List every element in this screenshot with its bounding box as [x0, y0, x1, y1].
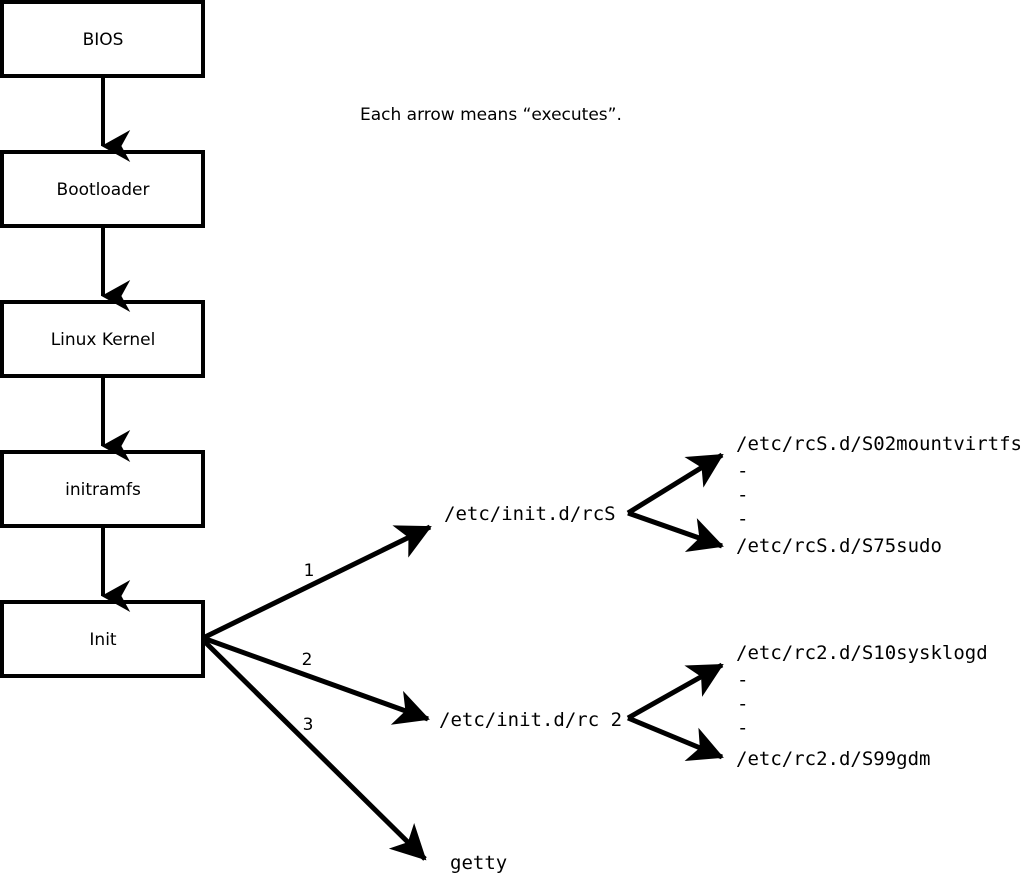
stage-box-bios: BIOS [0, 0, 205, 78]
stage-box-init-label: Init [89, 630, 117, 650]
stage-box-bios-rect [0, 0, 205, 78]
arrow-rc2-to-first-script [626, 662, 724, 721]
stage-box-initramfs-rect [0, 450, 205, 528]
edge-number-3: 3 [303, 715, 314, 735]
rc2-ellipsis-dash-3: - [737, 717, 748, 739]
stage-box-bootloader: Bootloader [0, 150, 205, 228]
arrow-rcs-to-first-script [626, 452, 724, 516]
arrow-init-to-rcs [201, 524, 432, 641]
edge-number-1: 1 [304, 561, 315, 581]
rcs-ellipsis-dash-2: - [737, 484, 748, 506]
rc2-script-first: /etc/rc2.d/S10sysklogd [736, 642, 988, 664]
rc2-ellipsis-dash-1: - [737, 669, 748, 691]
rcs-script-first: /etc/rcS.d/S02mountvirtfs [736, 433, 1022, 455]
stage-box-init: Init [0, 600, 205, 678]
stage-box-bootloader-label: Bootloader [57, 180, 150, 200]
rcs-ellipsis-dash-1: - [737, 460, 748, 482]
branch-label-rc2: /etc/init.d/rc 2 [439, 709, 622, 731]
stage-box-bios-label: BIOS [83, 30, 124, 50]
stage-box-initramfs: initramfs [0, 450, 205, 528]
edge-number-2: 2 [302, 650, 313, 670]
arrow-init-to-rc2 [202, 635, 430, 725]
stage-box-kernel-label: Linux Kernel [51, 330, 156, 350]
rc2-script-last: /etc/rc2.d/S99gdm [736, 748, 930, 770]
branch-label-getty: getty [450, 852, 507, 874]
rcs-script-last: /etc/rcS.d/S75sudo [736, 535, 942, 557]
diagram-caption: Each arrow means “executes”. [360, 105, 622, 125]
stage-box-initramfs-label: initramfs [65, 480, 141, 500]
arrow-rc2-to-last-script [627, 715, 724, 761]
rc2-ellipsis-dash-2: - [737, 693, 748, 715]
arrow-init-to-getty [201, 638, 427, 861]
rcs-ellipsis-dash-3: - [737, 508, 748, 530]
stage-box-kernel: Linux Kernel [0, 300, 205, 378]
branch-label-rcs: /etc/init.d/rcS [444, 503, 616, 525]
arrow-rcs-to-last-script [627, 510, 724, 553]
